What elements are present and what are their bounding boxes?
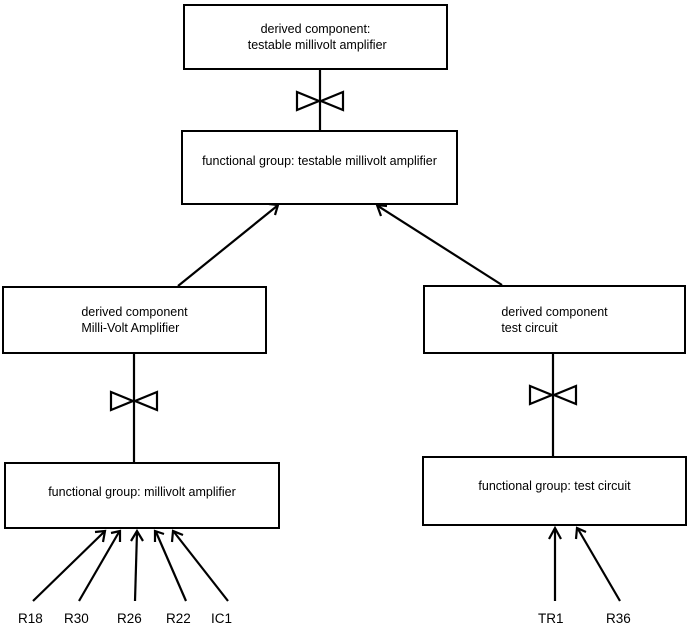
leaf-label-ic1[interactable]: IC1 xyxy=(211,611,232,626)
leaf-label-text: R36 xyxy=(606,611,631,626)
connector-left-derived-to-top-functional xyxy=(177,202,280,287)
node-functional-group-millivolt-amplifier[interactable]: functional group: millivolt amplifier xyxy=(4,462,280,529)
leaf-label-r18[interactable]: R18 xyxy=(18,611,43,626)
node-label-line1: derived component xyxy=(501,304,608,319)
leaf-label-text: R18 xyxy=(18,611,43,626)
leaf-label-tr1[interactable]: TR1 xyxy=(538,611,564,626)
connector-r36-to-functional-right xyxy=(574,526,621,602)
node-label: derived component Milli-Volt Amplifier xyxy=(81,304,187,336)
connector-right-derived-to-top-functional xyxy=(375,203,503,286)
connector-tr1-to-functional-right xyxy=(548,525,562,601)
bowtie-icon-right xyxy=(528,384,578,406)
connector-r22-to-functional-left xyxy=(153,529,188,602)
node-functional-group-test-circuit[interactable]: functional group: test circuit xyxy=(422,456,687,526)
node-label-line1: functional group: millivolt amplifier xyxy=(48,484,236,499)
node-derived-milli-volt-amplifier[interactable]: derived component Milli-Volt Amplifier xyxy=(2,286,267,354)
connector-r18-to-functional-left xyxy=(32,529,107,602)
node-label-line1: functional group: test circuit xyxy=(478,479,631,493)
node-label: derived component test circuit xyxy=(501,304,607,336)
node-label: functional group: test circuit xyxy=(478,478,630,494)
leaf-label-r36[interactable]: R36 xyxy=(606,611,631,626)
connector-r26-to-functional-left xyxy=(130,528,144,602)
node-label: functional group: testable millivolt amp… xyxy=(202,153,437,169)
leaf-label-text: R30 xyxy=(64,611,89,626)
connector-r30-to-functional-left xyxy=(78,529,122,602)
leaf-label-r30[interactable]: R30 xyxy=(64,611,89,626)
node-derived-testable-millivolt-amplifier[interactable]: derived component: testable millivolt am… xyxy=(183,4,448,70)
leaf-label-r22[interactable]: R22 xyxy=(166,611,191,626)
node-functional-group-testable-millivolt-amplifier[interactable]: functional group: testable millivolt amp… xyxy=(181,130,458,205)
leaf-label-r26[interactable]: R26 xyxy=(117,611,142,626)
bowtie-icon-top xyxy=(295,90,345,112)
connector-derived-to-functional-left xyxy=(109,354,159,462)
node-label-line2: Milli-Volt Amplifier xyxy=(81,321,180,335)
leaf-label-text: R26 xyxy=(117,611,142,626)
connector-ic1-to-functional-left xyxy=(170,529,229,602)
node-label: derived component: testable millivolt am… xyxy=(244,21,387,53)
node-label-line2: testable millivolt amplifier xyxy=(244,38,387,52)
bowtie-icon-left xyxy=(109,390,159,412)
node-derived-test-circuit[interactable]: derived component test circuit xyxy=(423,285,686,354)
node-label: functional group: millivolt amplifier xyxy=(48,484,236,500)
leaf-label-text: TR1 xyxy=(538,611,564,626)
connector-derived-to-functional-top xyxy=(295,70,345,130)
node-label-line1: derived component xyxy=(81,305,188,319)
leaf-label-text: R22 xyxy=(166,611,191,626)
node-label-line1: functional group: testable millivolt amp… xyxy=(202,153,437,168)
leaf-label-text: IC1 xyxy=(211,611,233,626)
connector-derived-to-functional-right xyxy=(528,354,578,456)
node-label-line2: test circuit xyxy=(501,320,558,335)
node-label-line1: derived component: xyxy=(260,22,371,36)
